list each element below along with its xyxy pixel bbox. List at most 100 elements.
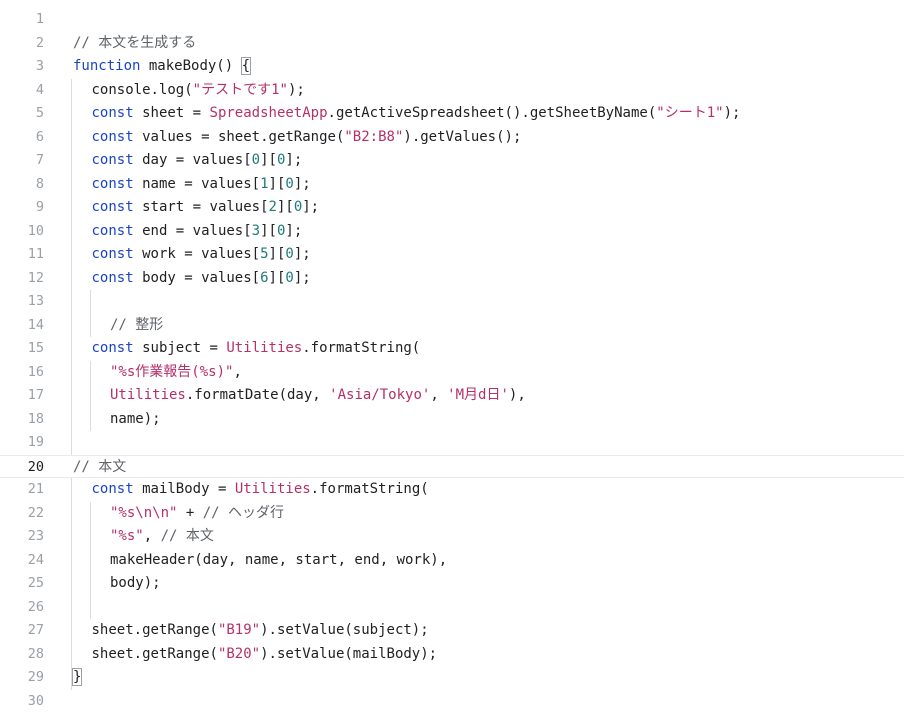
code-text[interactable]: function makeBody() { (73, 55, 252, 79)
code-text[interactable]: // 整形 (110, 314, 163, 338)
code-line[interactable]: 2// 本文を生成する (0, 32, 904, 56)
line-number: 28 (27, 645, 44, 662)
line-number: 29 (27, 669, 44, 685)
code-string: "B2:B8" (344, 128, 404, 145)
code-keyword: const (91, 222, 134, 239)
code-text[interactable]: const start = values[2][0]; (92, 196, 320, 220)
code-text[interactable]: name); (110, 408, 161, 432)
code-line[interactable]: 1 (0, 8, 904, 32)
code-string: "B20" (217, 645, 261, 662)
code-keyword: const (91, 199, 134, 215)
code-string: "%s作業報告(%s)" (110, 363, 234, 380)
code-text[interactable]: body); (110, 572, 161, 596)
code-text[interactable]: "%s作業報告(%s)", (110, 361, 242, 385)
code-text[interactable]: const name = values[1][0]; (92, 173, 311, 197)
code-text[interactable]: const mailBody = Utilities.formatString( (92, 478, 429, 502)
code-keyword: const (91, 340, 134, 356)
code-text[interactable]: sheet.getRange("B19").setValue(subject); (92, 619, 429, 643)
code-text[interactable]: const day = values[0][0]; (92, 149, 303, 173)
code-line[interactable]: 29} (0, 666, 904, 690)
code-comment: // 本文 (73, 458, 127, 475)
code-line[interactable]: 8 const name = values[1][0]; (0, 173, 904, 197)
code-token: body = values[ (133, 269, 261, 286)
code-text[interactable]: // 本文を生成する (73, 32, 196, 56)
code-text[interactable]: "%s\n\n" + // ヘッダ行 (110, 502, 284, 526)
code-number: 1 (260, 175, 269, 192)
line-number: 20 (27, 458, 44, 475)
code-string: "B19" (217, 622, 261, 638)
indent-guide (71, 478, 72, 690)
code-text[interactable]: const body = values[6][0]; (92, 267, 311, 291)
code-token: makeHeader(day, name, start, end, work), (110, 551, 448, 568)
code-token: ]; (285, 152, 303, 168)
code-token: end = values[ (133, 222, 252, 239)
code-token: + (177, 504, 203, 521)
code-text[interactable]: const sheet = SpreadsheetApp.getActiveSp… (92, 102, 741, 126)
code-keyword: const (91, 481, 134, 497)
code-token: makeBody() (140, 58, 242, 74)
code-text[interactable]: const values = sheet.getRange("B2:B8").g… (92, 126, 522, 150)
code-line[interactable]: 5 const sheet = SpreadsheetApp.getActiveS… (0, 102, 904, 126)
line-number: 23 (27, 528, 44, 544)
code-line[interactable]: 27 sheet.getRange("B19").setValue(subject… (0, 619, 904, 643)
code-line[interactable]: 20 // 本文 (0, 454, 904, 480)
code-token: .formatString( (302, 340, 421, 356)
code-line[interactable]: 16"%s作業報告(%s)", (0, 361, 904, 385)
code-class: Utilities (234, 481, 311, 497)
code-token: ]; (293, 246, 311, 262)
code-text[interactable]: const subject = Utilities.formatString( (92, 337, 421, 361)
code-line[interactable]: 28 sheet.getRange("B20").setValue(mailBod… (0, 643, 904, 667)
code-text[interactable]: Utilities.formatDate(day, 'Asia/Tokyo', … (110, 384, 526, 408)
code-string: "シート1" (656, 105, 724, 121)
indent-guide (89, 360, 91, 431)
code-token: ][ (276, 199, 294, 215)
code-line[interactable]: 22"%s\n\n" + // ヘッダ行 (0, 502, 904, 526)
line-number: 14 (27, 316, 44, 333)
line-number: 5 (35, 105, 44, 121)
code-line[interactable]: 13 (0, 290, 904, 314)
code-line[interactable]: 23 "%s", // 本文 (0, 525, 904, 549)
code-token: mailBody = (133, 481, 235, 497)
code-text[interactable]: makeHeader(day, name, start, end, work), (110, 549, 447, 573)
line-number: 8 (35, 175, 44, 192)
code-text[interactable]: "%s", // 本文 (110, 525, 214, 549)
code-text[interactable]: const end = values[3][0]; (92, 220, 303, 244)
code-text[interactable]: // 本文 (73, 456, 126, 480)
line-number: 21 (27, 481, 44, 497)
code-text[interactable]: sheet.getRange("B20").setValue(mailBody)… (92, 643, 438, 667)
code-line[interactable]: 30 (0, 690, 904, 714)
code-line[interactable]: 21 const mailBody = Utilities.formatStrin… (0, 478, 904, 502)
code-token: , (143, 528, 161, 544)
code-line[interactable]: 19 (0, 431, 904, 455)
code-token: console.log( (91, 81, 193, 98)
line-number: 1 (35, 11, 44, 27)
code-text[interactable]: const work = values[5][0]; (92, 243, 311, 267)
code-token: ]; (293, 269, 311, 286)
code-token: sheet = (133, 105, 210, 121)
code-token: ][ (260, 222, 277, 239)
code-text[interactable]: } (71, 666, 83, 690)
code-token: ][ (260, 152, 277, 168)
code-line[interactable]: 24 makeHeader(day, name, start, end, work… (0, 549, 904, 573)
line-number: 27 (27, 622, 44, 638)
code-line[interactable]: 14 // 整形 (0, 314, 904, 338)
line-number: 17 (27, 387, 44, 403)
code-keyword: const (91, 128, 134, 145)
line-number: 24 (27, 551, 44, 568)
code-text[interactable]: console.log("テストです1"); (92, 79, 305, 103)
code-string: 'M月d日' (447, 387, 509, 403)
code-line[interactable]: 26 (0, 596, 904, 620)
code-line[interactable]: 17 Utilities.formatDate(day, 'Asia/Tokyo'… (0, 384, 904, 408)
